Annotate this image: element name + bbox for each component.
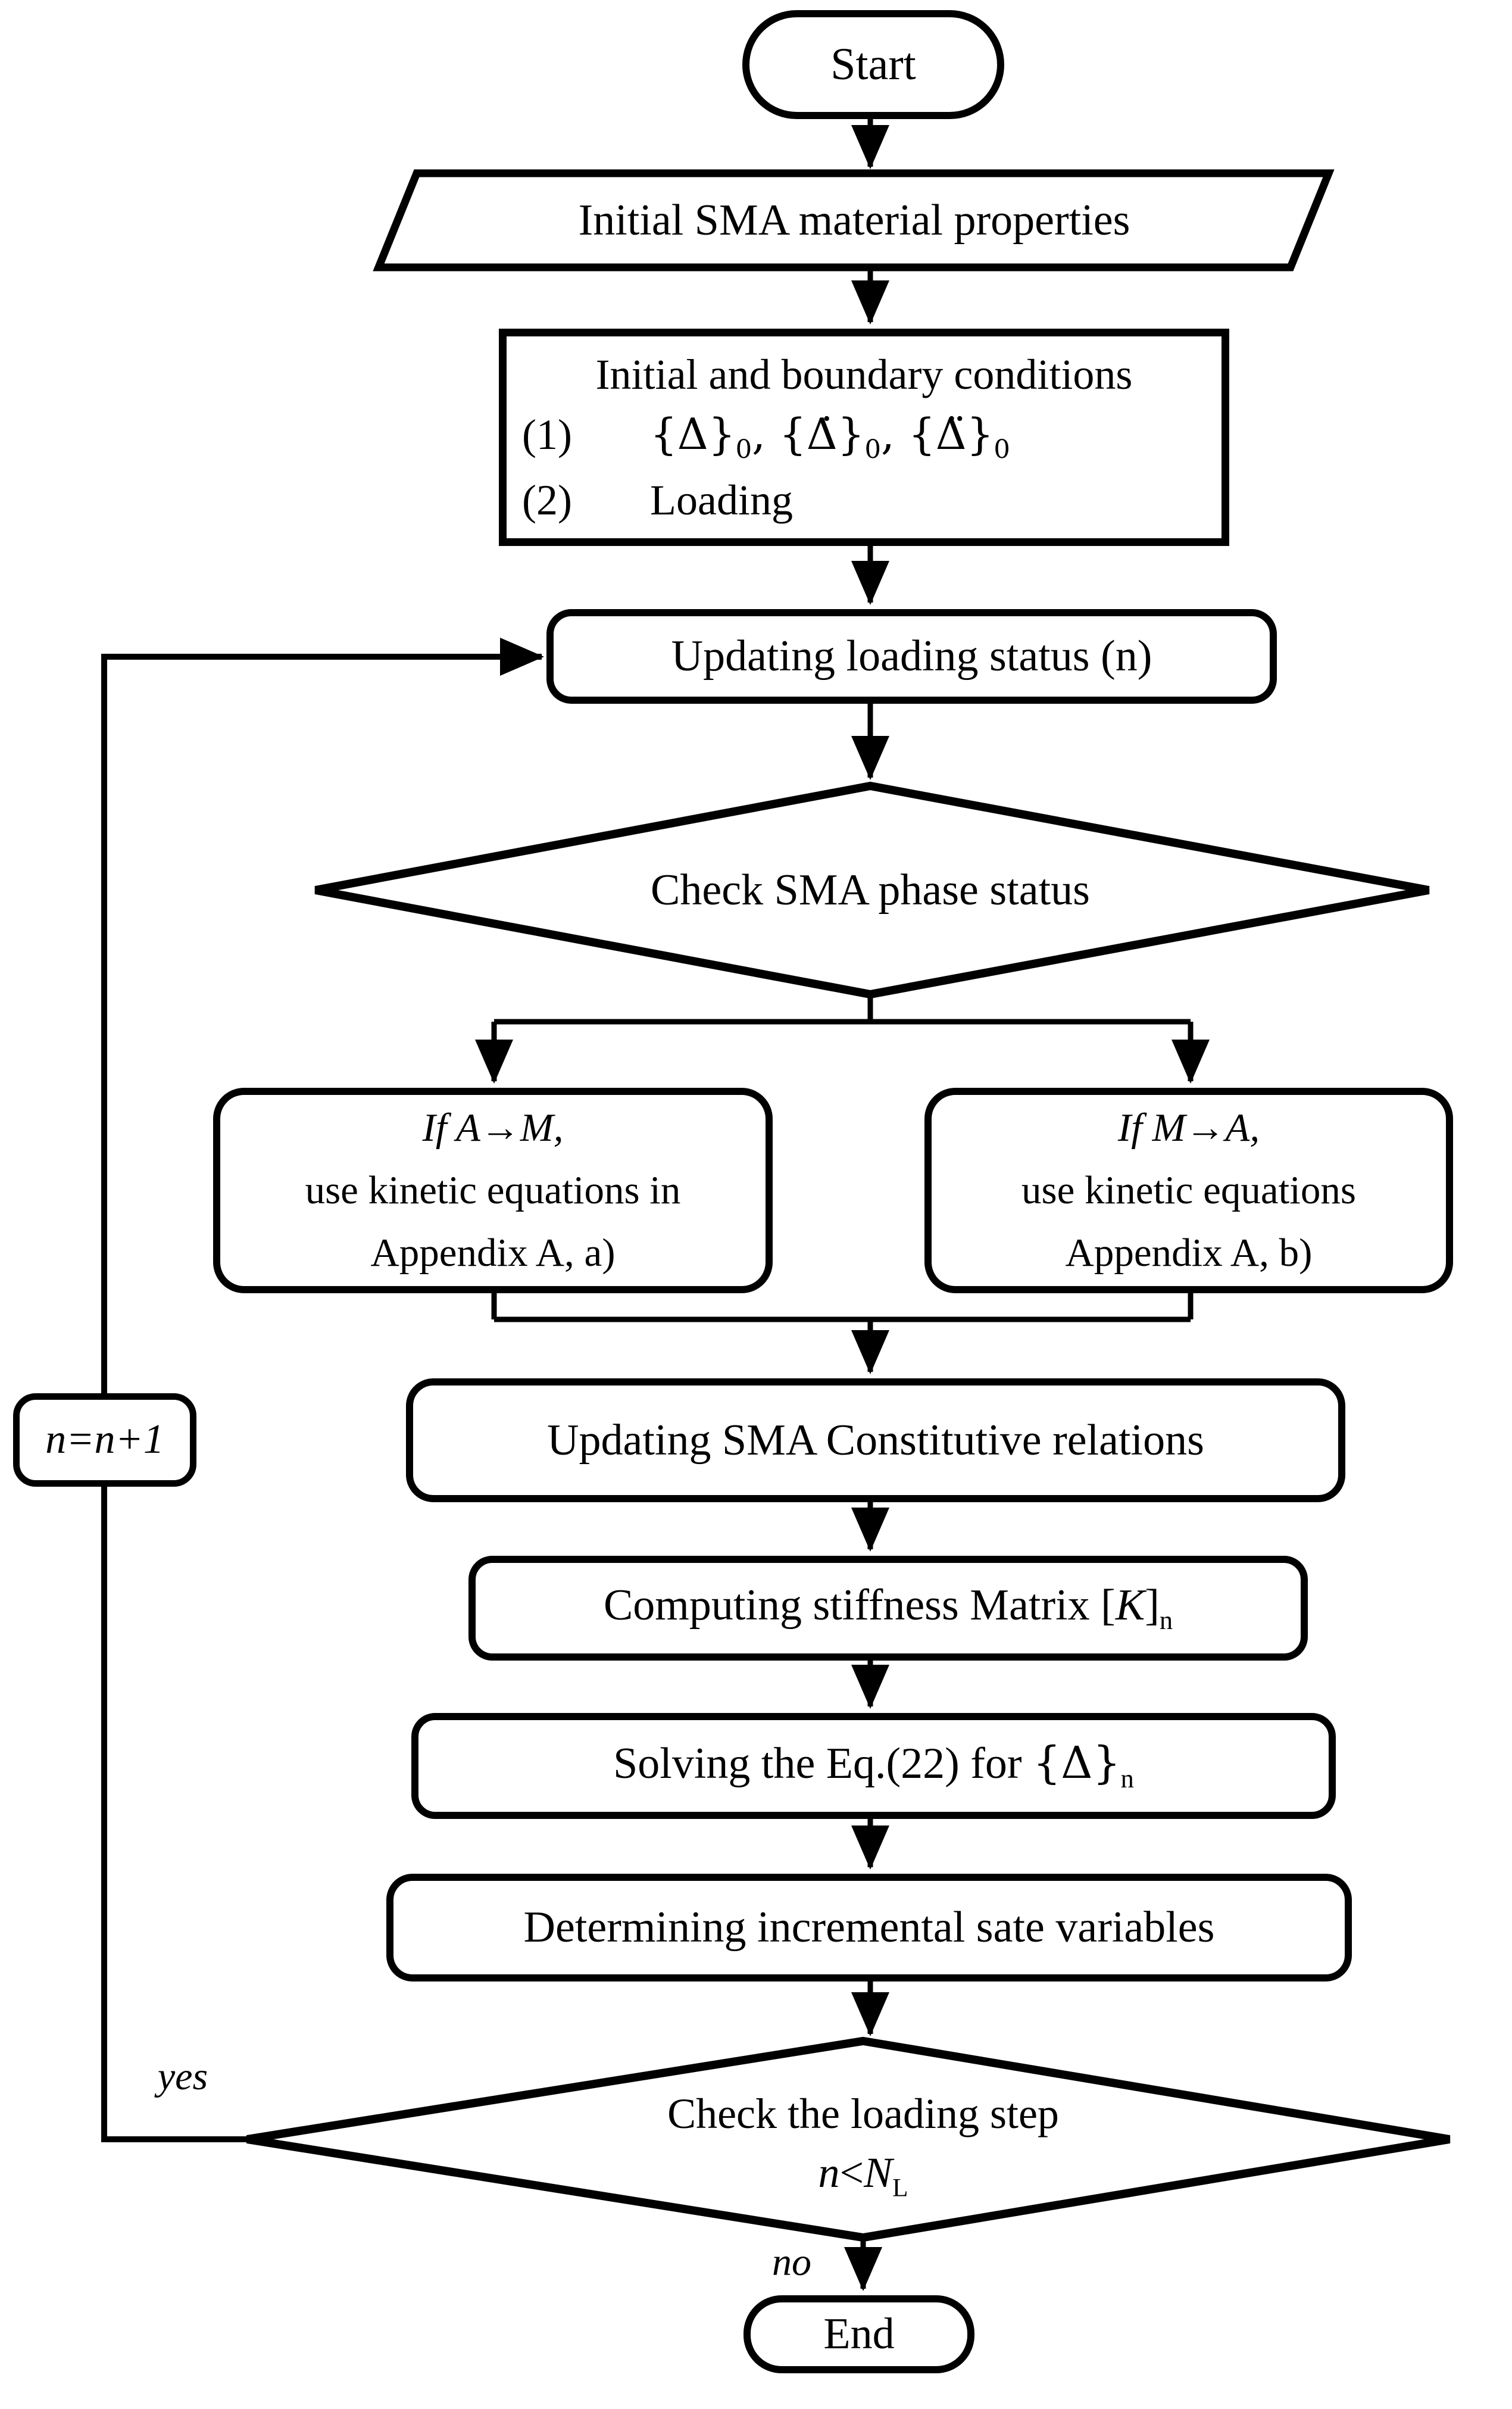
- node-branch-a-to-m: If A→M, use kinetic equations in Appendi…: [213, 1088, 773, 1293]
- start-label: Start: [830, 39, 916, 89]
- node-counter-increment: n=n+1: [13, 1393, 196, 1487]
- diamond-check-phase: [314, 781, 1430, 999]
- edge-label-no: no: [772, 2241, 811, 2284]
- stiffness-label: Computing stiffness Matrix [K]n: [603, 1581, 1173, 1636]
- diamond-check-loading: [246, 2036, 1451, 2242]
- conditions-item-2-label: Loading: [650, 476, 793, 524]
- check-loading-line1: Check the loading step: [667, 2089, 1059, 2137]
- node-updating-loading-status: Updating loading status (n): [546, 609, 1277, 704]
- branch-am-line3: Appendix A, a): [370, 1231, 616, 1275]
- node-computing-stiffness: Computing stiffness Matrix [K]n: [468, 1556, 1308, 1661]
- branch-ma-line2: use kinetic equations: [1021, 1168, 1356, 1212]
- node-solving-eq22: Solving the Eq.(22) for {Δ}n: [411, 1713, 1336, 1819]
- node-initial-boundary-conditions: Initial and boundary conditions (1) {Δ}0…: [499, 329, 1229, 546]
- parallelogram-material: [373, 169, 1335, 272]
- node-check-loading-label: Check the loading step n<NL: [417, 2077, 1310, 2214]
- conditions-title: Initial and boundary conditions: [595, 350, 1133, 398]
- branch-ma-condition: If M→A,: [1117, 1105, 1260, 1150]
- conditions-item-1-number: (1): [522, 411, 572, 459]
- node-check-phase-label: Check SMA phase status: [454, 856, 1287, 925]
- incremental-label: Determining incremental sate variables: [523, 1903, 1215, 1952]
- edge-label-yes: yes: [157, 2054, 208, 2098]
- constitutive-label: Updating SMA Constitutive relations: [547, 1415, 1204, 1465]
- node-start: Start: [742, 10, 1004, 119]
- conditions-item-2: (2) Loading: [522, 476, 1206, 525]
- node-updating-constitutive: Updating SMA Constitutive relations: [406, 1378, 1345, 1502]
- conditions-item-1: (1) {Δ}0, {Δ̇}0, {Δ̈}0: [522, 410, 1206, 464]
- branch-am-condition: If A→M,: [422, 1105, 564, 1150]
- updating-status-label: Updating loading status (n): [671, 632, 1152, 681]
- conditions-item-2-number: (2): [522, 476, 572, 524]
- conditions-item-1-math: {Δ}0, {Δ̇}0, {Δ̈}0: [650, 409, 1010, 465]
- solving-label: Solving the Eq.(22) for {Δ}n: [613, 1737, 1134, 1793]
- node-branch-m-to-a: If M→A, use kinetic equations Appendix A…: [924, 1088, 1453, 1293]
- node-material-properties: Initial SMA material properties: [393, 179, 1316, 262]
- end-label: End: [823, 2310, 895, 2359]
- material-label: Initial SMA material properties: [578, 195, 1130, 245]
- counter-label: n=n+1: [45, 1416, 164, 1463]
- check-loading-condition: n<NL: [818, 2149, 908, 2202]
- node-end: End: [743, 2295, 974, 2373]
- check-phase-text: Check SMA phase status: [651, 865, 1090, 915]
- node-incremental-variables: Determining incremental sate variables: [386, 1874, 1352, 1982]
- branch-am-line2: use kinetic equations in: [305, 1168, 681, 1212]
- branch-ma-line3: Appendix A, b): [1065, 1231, 1313, 1275]
